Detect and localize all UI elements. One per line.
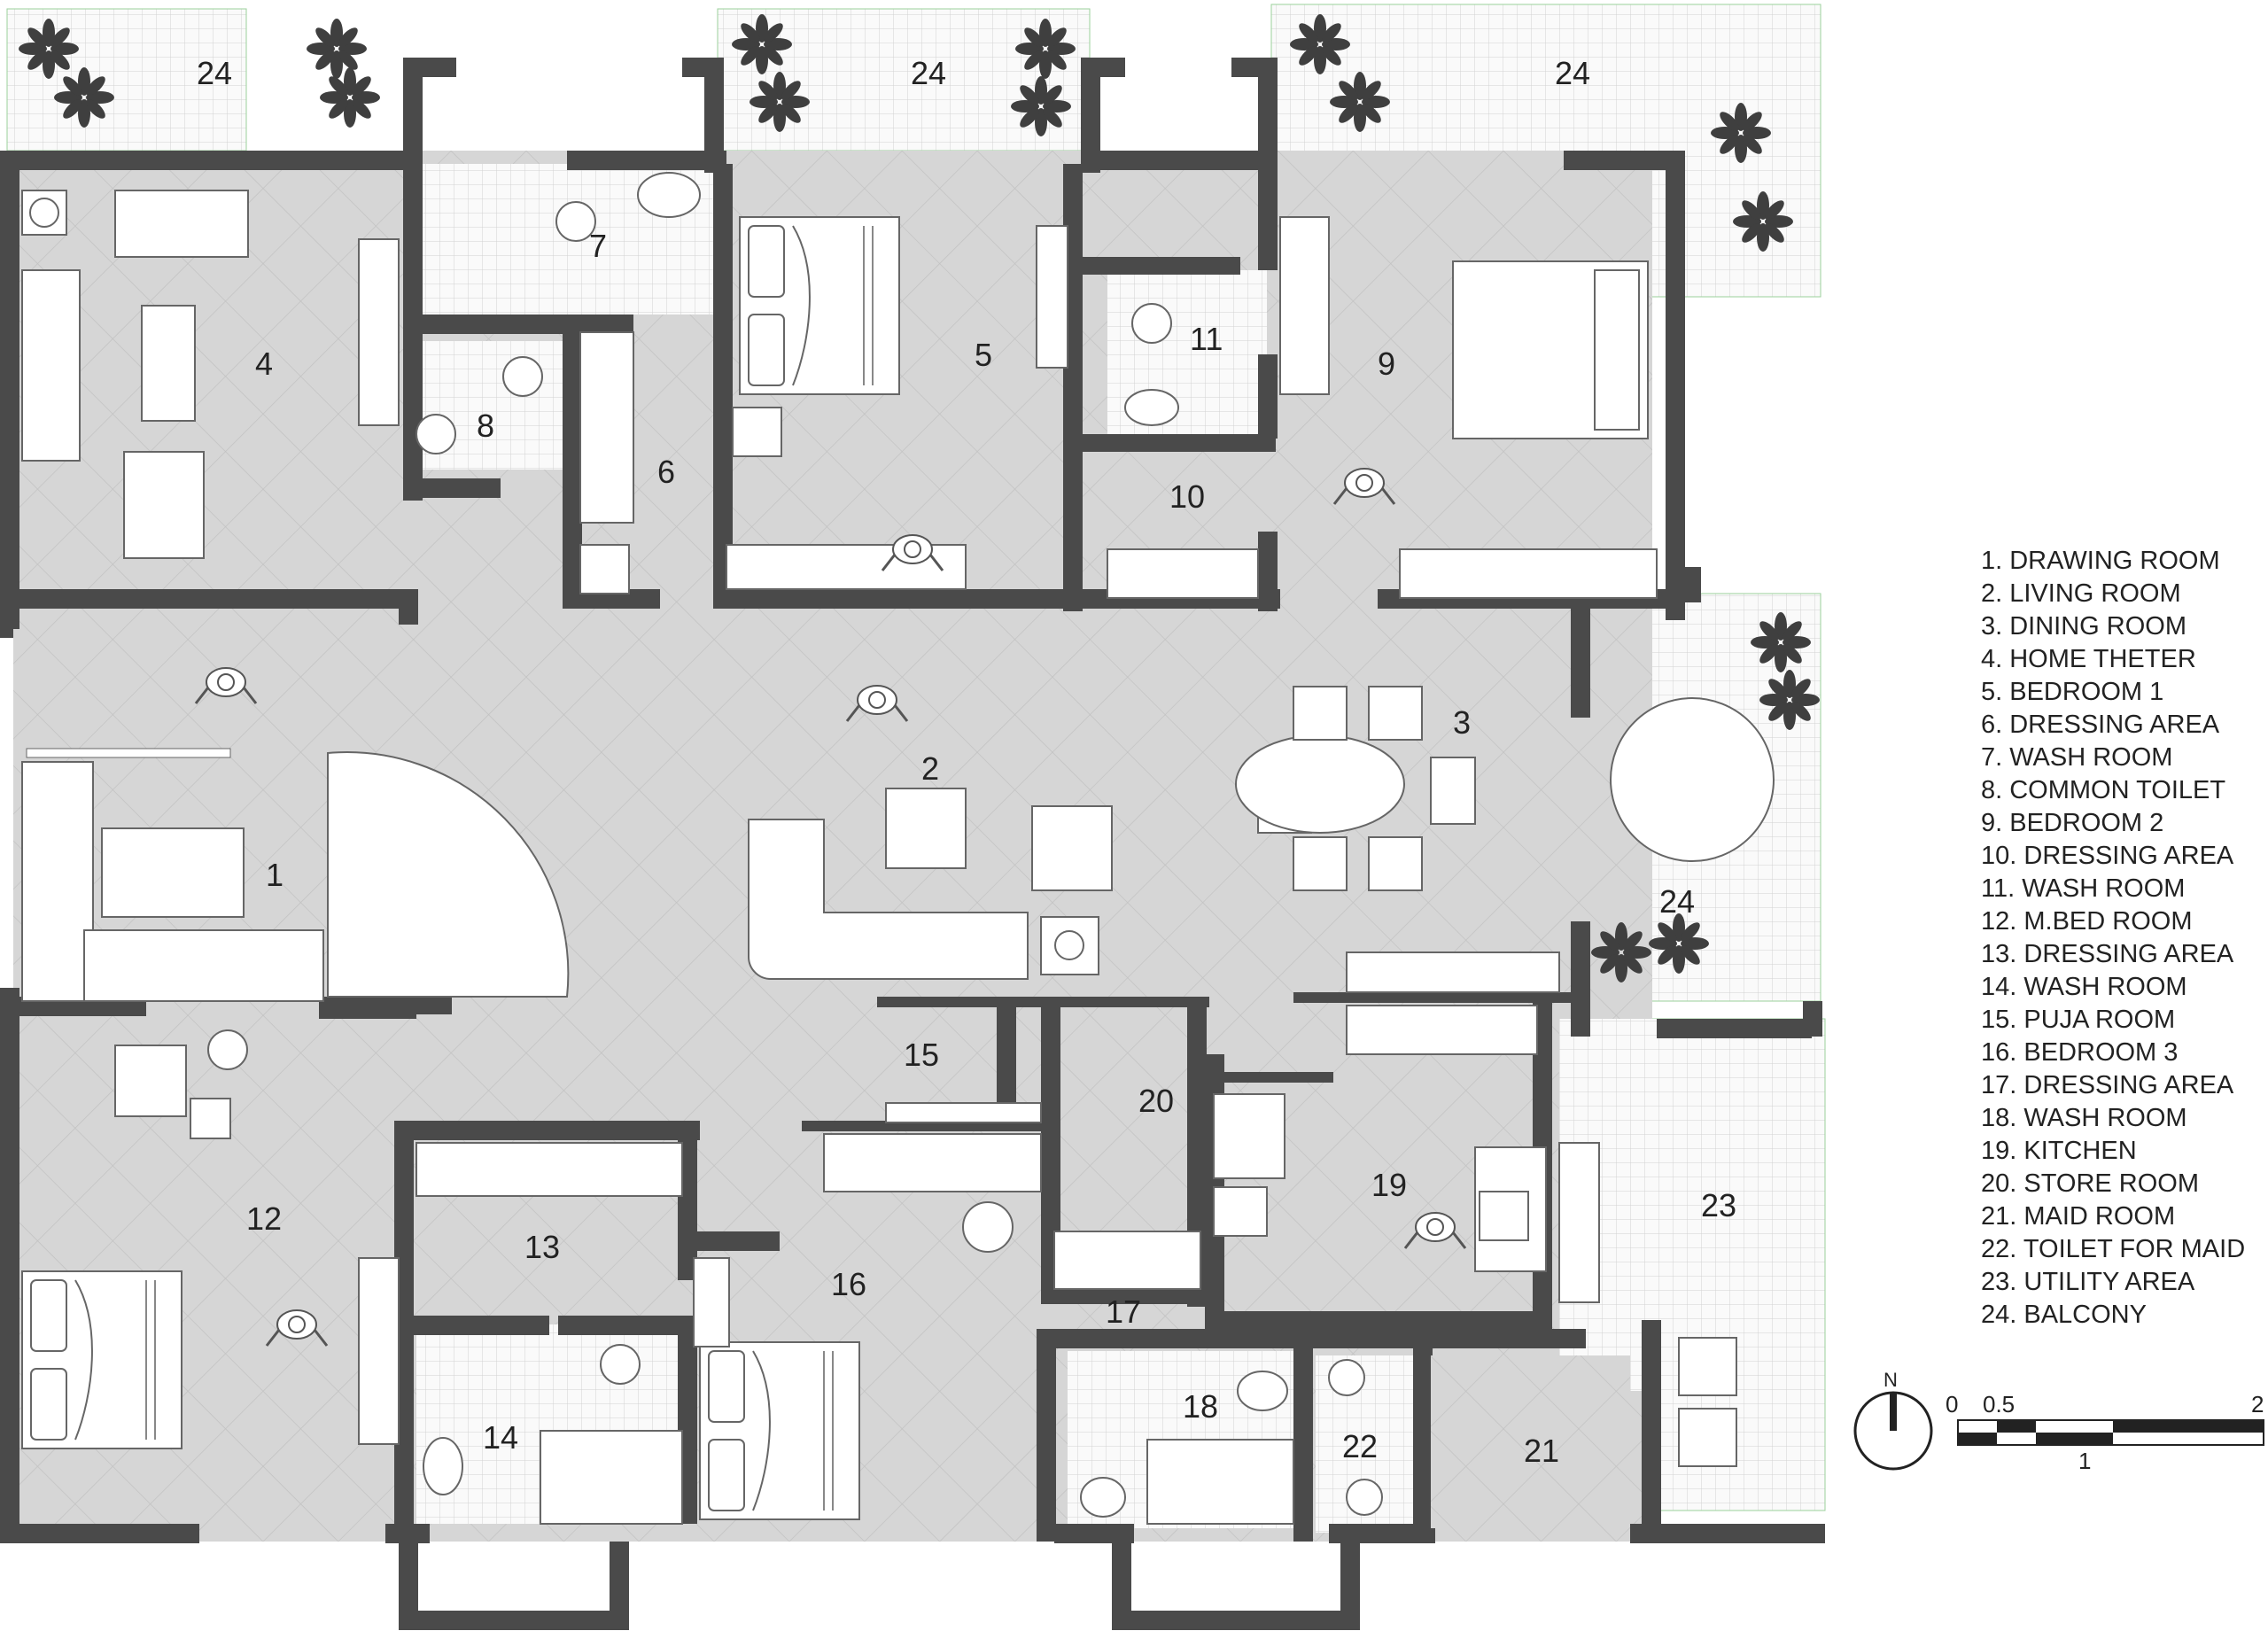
- room-label-22: 22: [1342, 1428, 1378, 1464]
- legend-item: 18. WASH ROOM: [1981, 1104, 2187, 1132]
- scale-tick-0-5: 0.5: [1983, 1391, 2015, 1417]
- room-label-17: 17: [1106, 1293, 1141, 1330]
- legend-item: 2. LIVING ROOM: [1981, 579, 2181, 608]
- room-label-16: 16: [831, 1266, 866, 1302]
- room-label-9: 9: [1378, 346, 1395, 382]
- legend-item: 13. DRESSING AREA: [1981, 940, 2234, 968]
- room-label-4: 4: [255, 346, 273, 382]
- room-label-18: 18: [1183, 1388, 1218, 1425]
- room-label-24-east: 24: [1659, 883, 1695, 920]
- legend-item: 20. STORE ROOM: [1981, 1169, 2200, 1198]
- room-label-13: 13: [524, 1229, 560, 1265]
- north-arrow: N: [1853, 1369, 1933, 1471]
- room-label-23: 23: [1701, 1187, 1736, 1223]
- room-label-3: 3: [1453, 704, 1471, 741]
- legend-item: 14. WASH ROOM: [1981, 973, 2187, 1001]
- room-label-11: 11: [1190, 321, 1223, 357]
- scale-tick-0: 0: [1946, 1391, 1958, 1417]
- legend-item: 6. DRESSING AREA: [1981, 711, 2220, 739]
- legend-item: 22. TOILET FOR MAID: [1981, 1235, 2246, 1263]
- room-label-15: 15: [904, 1037, 939, 1073]
- legend-item: 11. WASH ROOM: [1981, 874, 2186, 903]
- legend-item: 7. WASH ROOM: [1981, 743, 2173, 772]
- legend-item: 4. HOME THETER: [1981, 645, 2196, 673]
- room-label-12: 12: [246, 1200, 282, 1237]
- legend-item: 17. DRESSING AREA: [1981, 1071, 2234, 1099]
- room-label-20: 20: [1138, 1083, 1174, 1119]
- legend-item: 21. MAID ROOM: [1981, 1202, 2176, 1231]
- room-label-5: 5: [975, 337, 992, 373]
- room-label-10: 10: [1169, 478, 1205, 515]
- room-label-24-west: 24: [197, 55, 232, 91]
- legend-item: 3. DINING ROOM: [1981, 612, 2187, 641]
- legend-item: 24. BALCONY: [1981, 1301, 2147, 1329]
- scale-tick-2: 2: [2251, 1391, 2264, 1417]
- legend-item: 23. UTILITY AREA: [1981, 1268, 2195, 1296]
- legend-item: 12. M.BED ROOM: [1981, 907, 2193, 936]
- room-labels: 24 24 24 4 7 8 6 5 11 9 10 3 2 1 24 15 2…: [197, 55, 1736, 1469]
- room-label-1: 1: [266, 857, 284, 893]
- room-label-6: 6: [657, 454, 675, 490]
- room-label-24-northeast: 24: [1555, 55, 1590, 91]
- legend-item: 10. DRESSING AREA: [1981, 842, 2234, 870]
- legend-item: 15. PUJA ROOM: [1981, 1006, 2176, 1034]
- scale-tick-1: 1: [2078, 1448, 2091, 1474]
- legend-item: 1. DRAWING ROOM: [1981, 547, 2220, 575]
- room-label-7: 7: [589, 228, 607, 264]
- room-label-8: 8: [477, 408, 494, 444]
- north-pointer-icon: [1890, 1394, 1897, 1431]
- legend-item: 8. COMMON TOILET: [1981, 776, 2226, 804]
- room-label-2: 2: [921, 750, 939, 787]
- room-legend: 1. DRAWING ROOM 2. LIVING ROOM 3. DINING…: [1981, 545, 2264, 1332]
- legend-item: 9. BEDROOM 2: [1981, 809, 2164, 837]
- legend-item: 16. BEDROOM 3: [1981, 1038, 2179, 1067]
- legend-item: 19. KITCHEN: [1981, 1137, 2137, 1165]
- legend-item: 5. BEDROOM 1: [1981, 678, 2164, 706]
- room-label-21: 21: [1524, 1433, 1559, 1469]
- room-label-14: 14: [483, 1419, 518, 1456]
- scale-bar: 0 0.5 1 2: [1946, 1391, 2264, 1474]
- north-label: N: [1884, 1369, 1898, 1391]
- room-label-19: 19: [1371, 1167, 1407, 1203]
- room-label-24-north: 24: [911, 55, 946, 91]
